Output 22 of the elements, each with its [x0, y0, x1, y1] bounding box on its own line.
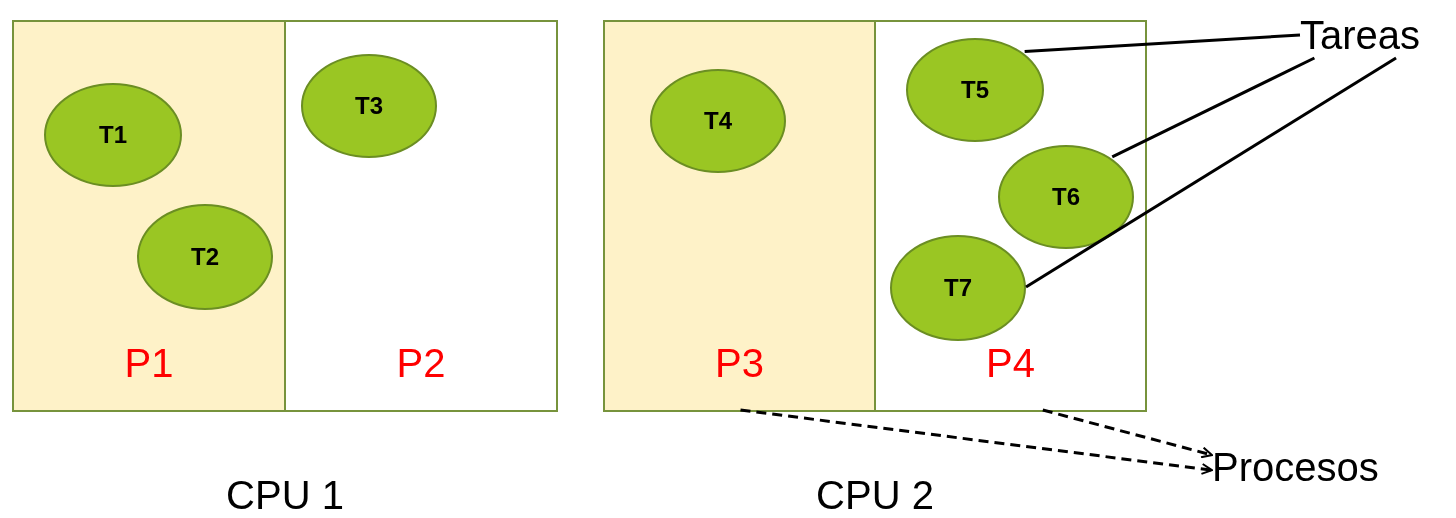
task-ellipse: T3 [301, 54, 437, 158]
process-label: P4 [985, 340, 1036, 386]
task-ellipse: T7 [890, 235, 1026, 341]
process-label: P3 [714, 340, 765, 386]
text-label: Procesos [1212, 444, 1379, 490]
task-ellipse: T2 [137, 204, 273, 310]
leader-line [1111, 56, 1316, 159]
leader-line [1025, 56, 1397, 289]
process-panel [14, 22, 286, 410]
cpu-caption: CPU 1 [225, 472, 345, 518]
leader-line [1024, 33, 1301, 53]
arrow [1042, 408, 1213, 459]
text-label: Tareas [1300, 12, 1421, 58]
task-ellipse: T1 [44, 83, 182, 187]
task-ellipse: T4 [650, 69, 786, 173]
process-panel [605, 22, 876, 410]
task-ellipse: T6 [998, 145, 1134, 249]
process-label: P2 [395, 340, 447, 386]
process-label: P1 [123, 340, 175, 386]
task-ellipse: T5 [906, 38, 1044, 142]
arrow [740, 408, 1213, 475]
cpu-caption: CPU 2 [815, 472, 935, 518]
